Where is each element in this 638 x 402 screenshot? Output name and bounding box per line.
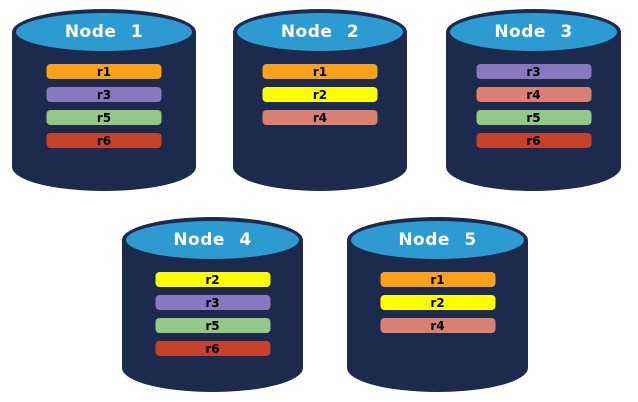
node-4-title: Node 4 — [173, 230, 252, 250]
replica-bar-r5: r5 — [476, 110, 591, 125]
replica-bar-r3: r3 — [155, 295, 270, 310]
node-5-cylinder-top: Node 5 — [347, 217, 528, 263]
node-5-title: Node 5 — [398, 230, 477, 250]
replica-bar-r5: r5 — [46, 110, 162, 125]
node-3-title: Node 3 — [494, 22, 573, 42]
node-1-replica-list: r1 r3 r5 r6 — [46, 64, 162, 148]
replica-bar-r2: r2 — [380, 295, 495, 310]
node-4-replica-list: r2 r3 r5 r6 — [155, 272, 270, 356]
node-1: Node 1 r1 r3 r5 r6 — [12, 9, 196, 191]
replica-bar-r4: r4 — [262, 110, 378, 125]
node-3-cylinder-top: Node 3 — [446, 9, 621, 55]
node-2-title: Node 2 — [280, 22, 360, 42]
replica-bar-r4: r4 — [476, 87, 591, 102]
node-5: Node 5 r1 r2 r4 — [347, 217, 528, 392]
replica-bar-r1: r1 — [262, 64, 378, 79]
replica-bar-r5: r5 — [155, 318, 270, 333]
node-2-cylinder-top: Node 2 — [233, 9, 407, 55]
node-4: Node 4 r2 r3 r5 r6 — [122, 217, 303, 392]
replica-bar-r6: r6 — [46, 133, 162, 148]
node-4-cylinder-top: Node 4 — [122, 217, 303, 263]
node-1-cylinder-top: Node 1 — [12, 9, 196, 55]
replica-bar-r2: r2 — [262, 87, 378, 102]
replica-bar-r4: r4 — [380, 318, 495, 333]
replica-bar-r6: r6 — [155, 341, 270, 356]
node-3-replica-list: r3 r4 r5 r6 — [476, 64, 591, 148]
replica-bar-r3: r3 — [476, 64, 591, 79]
replica-bar-r1: r1 — [46, 64, 162, 79]
node-2-replica-list: r1 r2 r4 — [262, 64, 378, 125]
node-2: Node 2 r1 r2 r4 — [233, 9, 407, 191]
node-4-cylinder-body — [122, 240, 303, 392]
replica-bar-r1: r1 — [380, 272, 495, 287]
replica-bar-r2: r2 — [155, 272, 270, 287]
node-3: Node 3 r3 r4 r5 r6 — [446, 9, 621, 191]
node-5-cylinder-body — [347, 240, 528, 392]
replica-bar-r6: r6 — [476, 133, 591, 148]
node-1-title: Node 1 — [64, 22, 144, 42]
node-5-replica-list: r1 r2 r4 — [380, 272, 495, 333]
replica-bar-r3: r3 — [46, 87, 162, 102]
